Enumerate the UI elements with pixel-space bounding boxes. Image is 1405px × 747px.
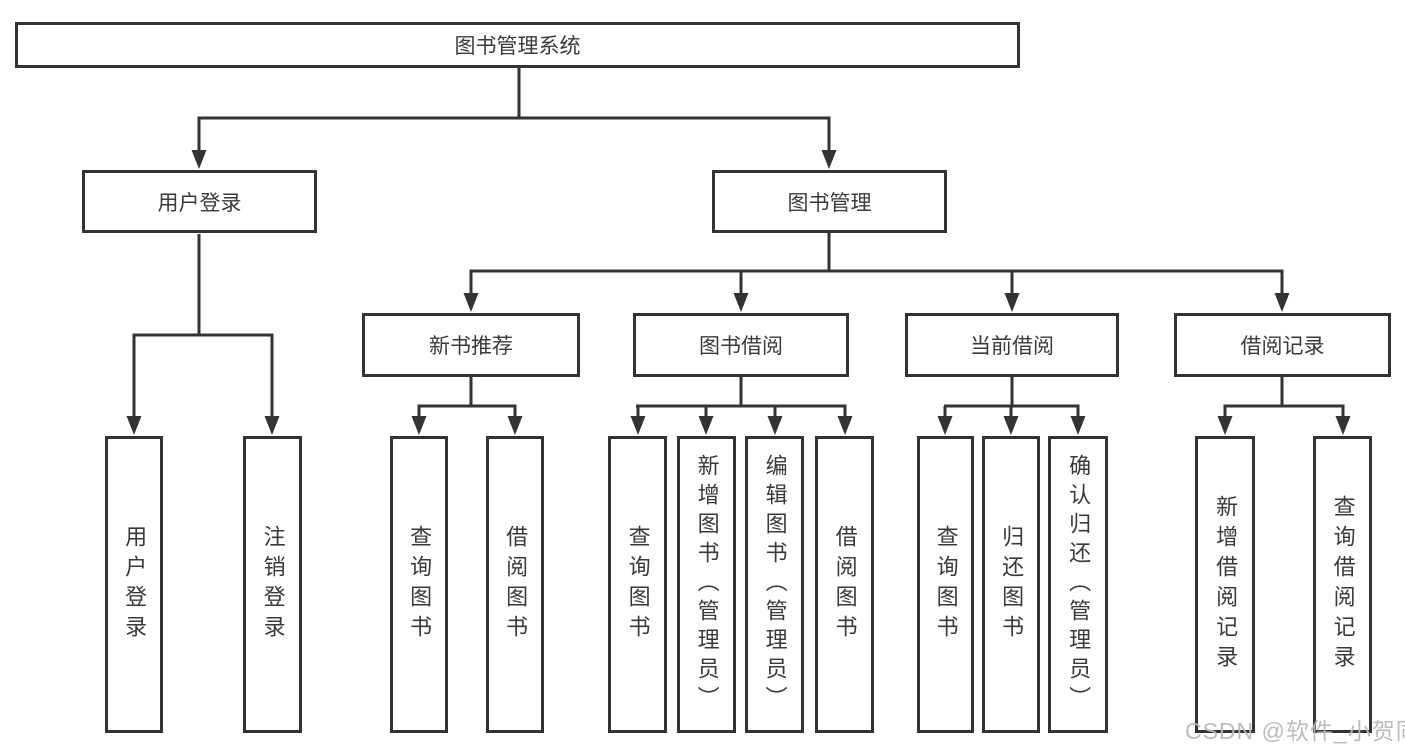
leaf-query-borrow-record: 查询借阅记录 [1313,436,1372,733]
node-label: 图书管理系统 [454,35,581,58]
node-label: 查询图书 [407,524,433,645]
node-new-book-recommend: 新书推荐 [362,313,580,377]
node-label: 当前借阅 [970,335,1054,358]
node-label: 借阅图书 [832,524,858,645]
leaf-add-books-admin: 新增图书（管理员） [677,436,736,733]
csdn-watermark: CSDN @软件_小贺同学 [1185,718,1405,744]
node-label: 新书推荐 [429,335,513,358]
node-book-management: 图书管理 [712,170,947,233]
leaf-query-books-current: 查询图书 [917,436,974,733]
node-label: 归还图书 [999,524,1025,645]
leaf-user-login: 用户登录 [105,436,163,733]
node-label: 图书借阅 [699,335,783,358]
leaf-edit-books-admin: 编辑图书（管理员） [745,436,804,733]
node-label: 借阅记录 [1240,335,1325,358]
node-label: 新增图书（管理员） [694,454,720,715]
node-label: 编辑图书（管理员） [762,454,788,715]
node-book-borrowing: 图书借阅 [633,313,849,377]
node-label: 查询图书 [933,524,959,645]
node-label: 用户登录 [122,524,148,645]
node-label: 查询图书 [625,524,651,645]
leaf-confirm-return-admin: 确认归还（管理员） [1048,436,1108,733]
node-label: 新增借阅记录 [1213,494,1239,675]
leaf-query-books-borrow: 查询图书 [608,436,667,733]
leaf-return-books: 归还图书 [982,436,1040,733]
node-label: 图书管理 [787,191,872,215]
node-library-management-system: 图书管理系统 [15,22,1020,68]
leaf-add-borrow-record: 新增借阅记录 [1195,436,1255,733]
node-label: 确认归还（管理员） [1066,454,1092,715]
node-current-borrowing: 当前借阅 [905,313,1119,377]
node-label: 注销登录 [260,524,286,645]
leaf-logout: 注销登录 [243,436,302,733]
node-label: 查询借阅记录 [1330,494,1356,675]
node-label: 用户登录 [157,191,242,215]
node-label: 借阅图书 [503,524,529,645]
node-user-login: 用户登录 [82,170,317,233]
leaf-query-books-recommend: 查询图书 [390,436,448,733]
connector-paths [126,68,1351,435]
node-borrowing-records: 借阅记录 [1174,313,1391,377]
leaf-borrow-books: 借阅图书 [815,436,874,733]
leaf-borrow-books-recommend: 借阅图书 [486,436,544,733]
